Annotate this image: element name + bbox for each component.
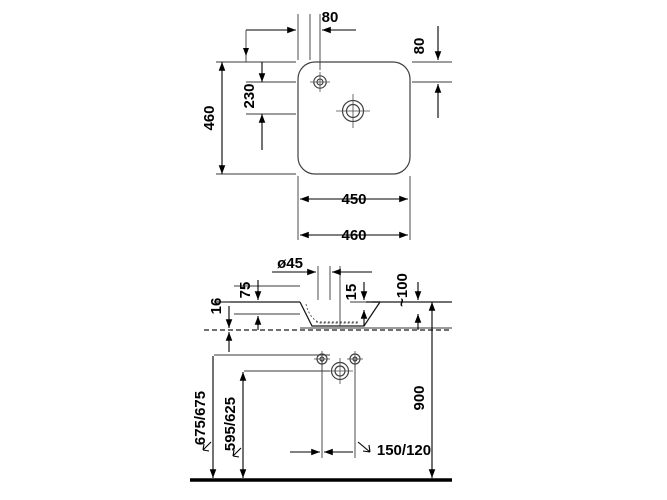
tap-hole: [310, 72, 330, 92]
dim-15: 15: [343, 282, 372, 326]
dim-label-d45: ø45: [277, 255, 303, 272]
dim-label-80-right: 80: [411, 38, 428, 55]
dim-675-675: 675/675: [192, 356, 217, 478]
dim-595-625: 595/625: [222, 372, 247, 478]
dim-150-120: 150/120: [290, 360, 431, 459]
dim-label-15: 15: [343, 284, 360, 301]
dim-label-75: 75: [237, 282, 254, 299]
drain-hole: [336, 94, 370, 128]
dim-label-230: 230: [241, 83, 258, 108]
dim-drain-diameter: ø45: [272, 255, 372, 276]
dim-label-675-675: 675/675: [192, 391, 209, 445]
dim-16: 16: [208, 298, 233, 352]
dim-label-80-top: 80: [322, 9, 339, 26]
dim-tap-230: 230: [241, 62, 266, 150]
dim-width-460: 460: [300, 227, 408, 244]
dim-label-460-width: 460: [341, 227, 366, 244]
dim-label-460-depth: 460: [201, 105, 218, 130]
dim-label-595-625: 595/625: [222, 397, 239, 451]
dim-label-approx-100: ~100: [394, 273, 411, 307]
dim-depth-460: 460: [201, 62, 226, 174]
basin-inner-contour: [305, 303, 358, 324]
basin-section-outline: [299, 301, 381, 327]
basin-outline-top: [297, 61, 411, 175]
side-view-group: ø45 75 15 ~100 16 67: [190, 255, 452, 482]
dim-900: 900: [411, 302, 436, 478]
dim-label-450: 450: [341, 191, 366, 208]
dim-label-150-120: 150/120: [377, 442, 431, 459]
dim-label-900: 900: [411, 385, 428, 410]
dim-75: 75: [237, 280, 262, 330]
dim-tap-offset-left: 80: [243, 9, 356, 62]
top-view-group: 80 80 460 230 450 460: [201, 9, 452, 244]
mounting-holes: [314, 351, 363, 384]
dim-projection-100: ~100: [394, 273, 422, 330]
dim-tap-offset-top: 80: [411, 26, 442, 118]
dim-label-16: 16: [208, 298, 225, 315]
dim-width-450: 450: [300, 191, 408, 208]
